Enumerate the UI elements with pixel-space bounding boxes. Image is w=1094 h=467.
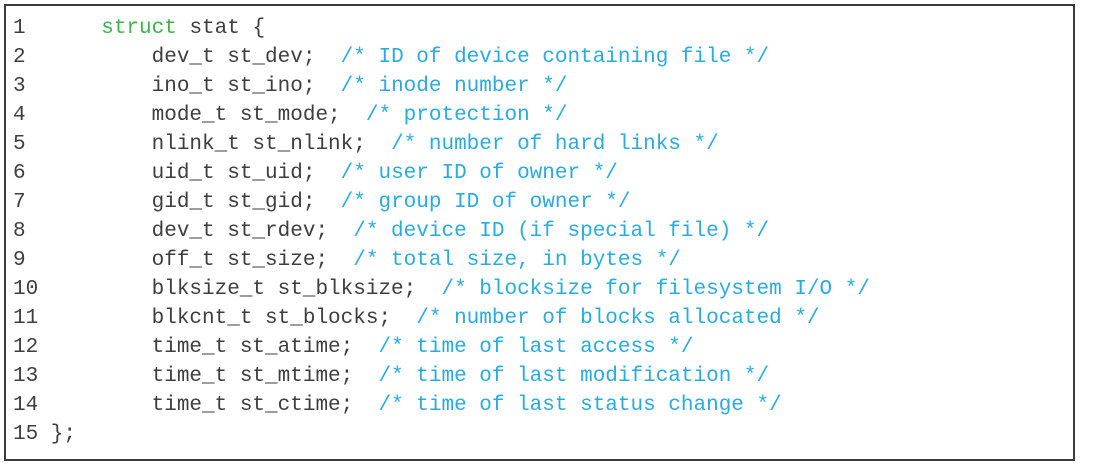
line-number: 8 (13, 220, 26, 243)
code-line: 11 blkcnt_t st_blocks; /* number of bloc… (13, 304, 1067, 333)
code-line: 4 mode_t st_mode; /* protection */ (13, 101, 1067, 130)
code-segment-comment: /* total size, in bytes */ (353, 249, 681, 272)
code-segment-plain: dev_t st_rdev; (50, 220, 354, 243)
code-segment-keyword: struct (101, 17, 177, 40)
code-line: 2 dev_t st_dev; /* ID of device containi… (13, 43, 1067, 72)
code-text: time_t st_atime; /* time of last access … (51, 336, 694, 359)
line-number: 12 (13, 336, 39, 359)
line-number: 1 (13, 17, 26, 40)
code-segment-comment: /* time of last status change */ (378, 394, 782, 417)
line-number: 13 (13, 365, 39, 388)
code-line: 5 nlink_t st_nlink; /* number of hard li… (13, 130, 1067, 159)
code-line: 13 time_t st_mtime; /* time of last modi… (13, 362, 1067, 391)
code-segment-plain: time_t st_atime; (50, 336, 379, 359)
code-segment-comment: /* ID of device containing file */ (340, 46, 770, 69)
code-line: 14 time_t st_ctime; /* time of last stat… (13, 391, 1067, 420)
code-segment-comment: /* user ID of owner */ (340, 162, 618, 185)
code-text: uid_t st_uid; /* user ID of owner */ (51, 162, 618, 185)
line-number: 9 (13, 249, 26, 272)
code-segment-plain: blkcnt_t st_blocks; (50, 307, 417, 330)
code-segment-comment: /* time of last access */ (378, 336, 694, 359)
code-text: gid_t st_gid; /* group ID of owner */ (51, 191, 631, 214)
code-segment-comment: /* group ID of owner */ (340, 191, 631, 214)
code-text: dev_t st_rdev; /* device ID (if special … (50, 220, 770, 243)
code-segment-plain: time_t st_mtime; (50, 365, 379, 388)
code-line: 6 uid_t st_uid; /* user ID of owner */ (13, 159, 1067, 188)
code-segment-plain: gid_t st_gid; (50, 191, 341, 214)
line-number: 7 (13, 191, 26, 214)
code-line: 1 struct stat { (13, 14, 1067, 43)
code-segment-plain: nlink_t st_nlink; (50, 133, 392, 156)
code-segment-comment: /* time of last modification */ (378, 365, 770, 388)
code-segment-plain: time_t st_ctime; (50, 394, 379, 417)
code-segment-plain: uid_t st_uid; (50, 162, 341, 185)
code-segment-plain: ino_t st_ino; (50, 75, 341, 98)
code-line: 7 gid_t st_gid; /* group ID of owner */ (13, 188, 1067, 217)
code-line: 15}; (13, 420, 1067, 449)
line-number: 6 (13, 162, 26, 185)
code-text: time_t st_ctime; /* time of last status … (51, 394, 782, 417)
line-number: 3 (13, 75, 26, 98)
code-text: dev_t st_dev; /* ID of device containing… (50, 46, 770, 69)
code-segment-comment: /* protection */ (365, 104, 568, 127)
code-line: 8 dev_t st_rdev; /* device ID (if specia… (13, 217, 1067, 246)
code-text: off_t st_size; /* total size, in bytes *… (51, 249, 681, 272)
code-text: time_t st_mtime; /* time of last modific… (50, 365, 770, 388)
line-number: 10 (13, 278, 39, 301)
code-segment-plain: blksize_t st_blksize; (50, 278, 442, 301)
code-text: ino_t st_ino; /* inode number */ (51, 75, 568, 98)
code-segment-comment: /* inode number */ (340, 75, 568, 98)
code-text: blksize_t st_blksize; /* blocksize for f… (51, 278, 870, 301)
code-line: 10 blksize_t st_blksize; /* blocksize fo… (13, 275, 1067, 304)
line-number: 14 (13, 394, 39, 417)
code-segment-comment: /* blocksize for filesystem I/O */ (441, 278, 870, 301)
code-segment-comment: /* device ID (if special file) */ (353, 220, 770, 243)
code-segment-plain (51, 17, 101, 40)
code-line: 3 ino_t st_ino; /* inode number */ (13, 72, 1067, 101)
line-number: 2 (13, 46, 26, 69)
code-segment-plain: mode_t st_mode; (50, 104, 366, 127)
code-line: 12 time_t st_atime; /* time of last acce… (13, 333, 1067, 362)
code-listing: 1 struct stat {2 dev_t st_dev; /* ID of … (4, 4, 1075, 461)
line-number: 5 (13, 133, 26, 156)
code-segment-comment: /* number of hard links */ (391, 133, 719, 156)
code-segment-plain: }; (50, 423, 77, 446)
code-text: blkcnt_t st_blocks; /* number of blocks … (51, 307, 820, 330)
line-number: 15 (13, 423, 39, 446)
code-text: struct stat { (51, 17, 265, 40)
code-segment-plain: dev_t st_dev; (50, 46, 341, 69)
code-text: mode_t st_mode; /* protection */ (51, 104, 568, 127)
code-line: 9 off_t st_size; /* total size, in bytes… (13, 246, 1067, 275)
code-segment-comment: /* number of blocks allocated */ (416, 307, 820, 330)
code-text: nlink_t st_nlink; /* number of hard link… (51, 133, 719, 156)
code-segment-plain: stat { (176, 17, 266, 40)
code-segment-plain: off_t st_size; (50, 249, 354, 272)
line-number: 4 (13, 104, 26, 127)
line-number: 11 (13, 307, 39, 330)
code-text: }; (51, 423, 76, 446)
